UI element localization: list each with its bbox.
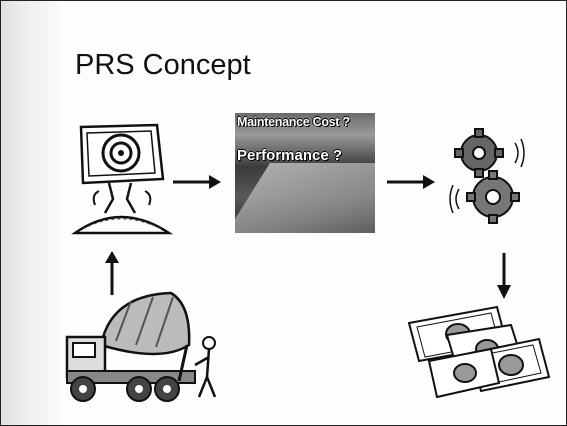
down-arrow-icon <box>497 253 511 299</box>
target-pavement-icon <box>71 123 174 235</box>
right-arrow-icon <box>387 175 435 189</box>
money-icon <box>407 305 551 399</box>
maintenance-cost-label: Maintenance Cost ? <box>237 115 350 129</box>
right-arrow-icon <box>173 175 221 189</box>
performance-label: Performance ? <box>237 147 343 164</box>
road-surface <box>235 163 375 233</box>
slide-edge-texture <box>1 1 61 425</box>
road-photo: Maintenance Cost ? Performance ? <box>235 113 375 233</box>
gears-icon <box>449 128 525 224</box>
concrete-mixer-truck-icon <box>65 291 217 402</box>
up-arrow-icon <box>105 251 119 295</box>
slide-title: PRS Concept <box>75 49 251 81</box>
